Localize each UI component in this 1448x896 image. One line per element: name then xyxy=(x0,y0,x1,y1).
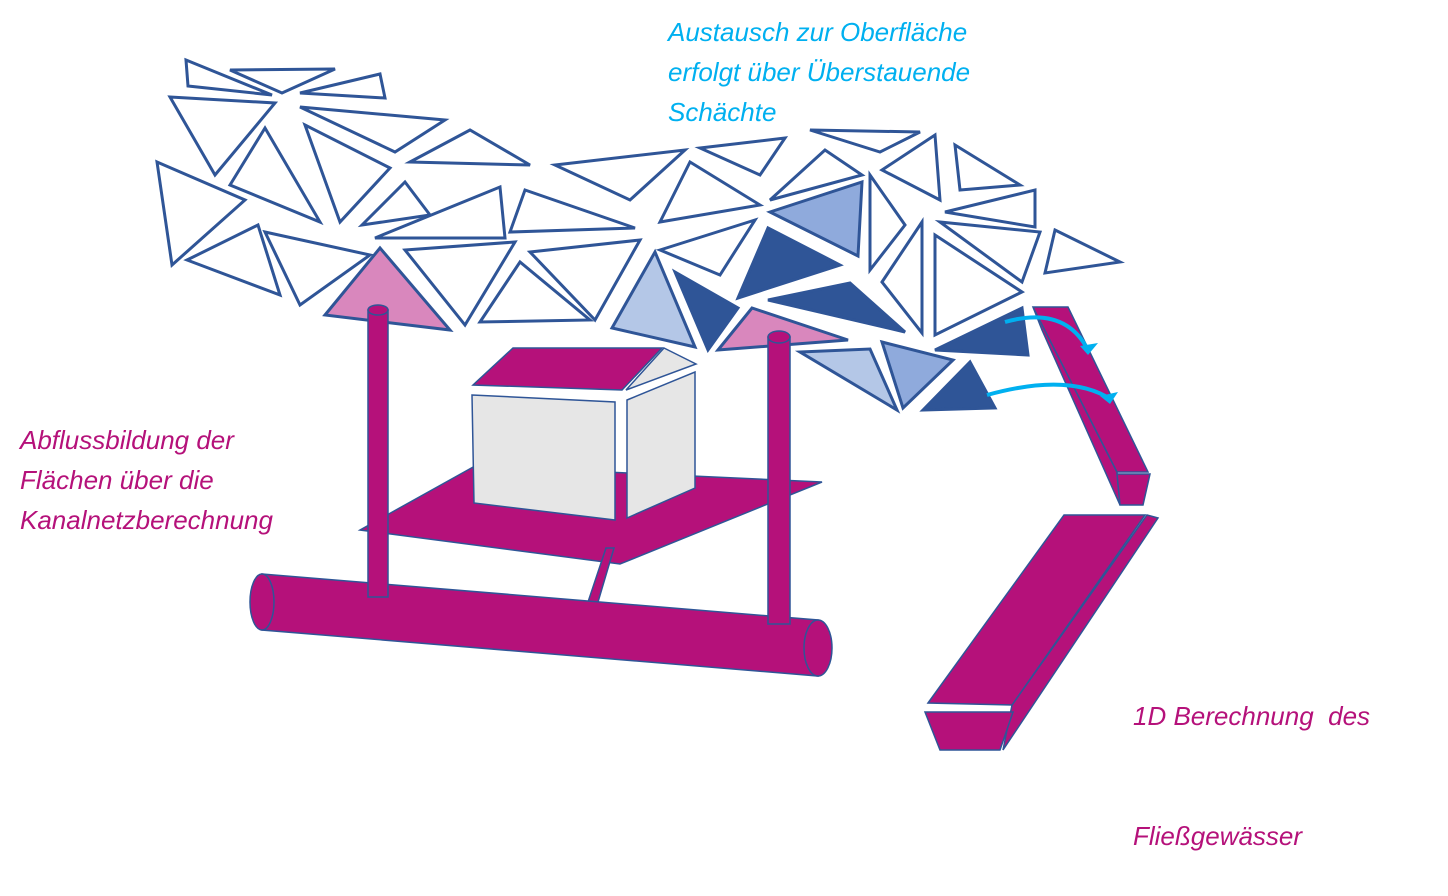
mesh-triangle xyxy=(374,184,507,240)
mesh-triangle xyxy=(609,248,698,350)
label-surface-exchange: Austausch zur Oberfläche erfolgt über Üb… xyxy=(668,12,970,132)
channel-lower xyxy=(926,514,1147,706)
mesh-triangle xyxy=(402,240,518,328)
mesh-triangle xyxy=(868,170,907,275)
mesh-triangle xyxy=(227,125,324,226)
mesh-triangle xyxy=(229,67,336,95)
mesh-triangle xyxy=(735,225,844,301)
mesh-triangle xyxy=(767,281,906,334)
mesh-triangle xyxy=(694,136,789,177)
label-line: Austausch zur Oberfläche xyxy=(668,17,968,47)
label-line: 1D Berechnung des xyxy=(1133,701,1371,731)
diagram-canvas xyxy=(155,57,1160,751)
mesh-triangle xyxy=(934,219,1043,285)
channel-side xyxy=(1002,514,1160,751)
mesh-triangle xyxy=(357,179,433,228)
label-line: erfolgt über Überstauende xyxy=(668,57,971,87)
mesh-triangle xyxy=(879,339,956,411)
label-line: Kanalnetzberechnung xyxy=(20,505,273,535)
mesh-triangle xyxy=(183,222,283,298)
mesh-triangle xyxy=(1043,227,1125,275)
mesh-triangle xyxy=(768,148,866,202)
label-line: Abflussbildung der xyxy=(20,425,234,455)
sewer-pipe xyxy=(261,573,819,677)
manhole-top xyxy=(767,330,791,344)
label-river: 1D Berechnung des Fließgewässer xyxy=(1133,616,1370,896)
mesh-triangle xyxy=(477,259,595,324)
mesh-triangle xyxy=(184,57,273,97)
channel-upper-end xyxy=(1116,473,1151,506)
mesh-triangle xyxy=(953,142,1025,192)
label-line: Flächen über die xyxy=(20,465,214,495)
house xyxy=(471,347,698,521)
house-side xyxy=(626,370,696,520)
mesh-triangle xyxy=(933,232,1026,338)
channel-lower-end xyxy=(923,711,1015,751)
mesh-triangle xyxy=(879,132,942,203)
mesh-triangle xyxy=(934,305,1030,357)
surface-mesh xyxy=(155,57,1125,414)
exchange-arrow xyxy=(986,382,1114,402)
house-roof xyxy=(471,347,664,391)
mesh-triangle xyxy=(299,105,450,154)
sewer-pipe-end xyxy=(803,619,833,677)
mesh-triangle xyxy=(155,159,248,268)
house-gable xyxy=(625,347,698,391)
mesh-triangle xyxy=(809,128,921,154)
mesh-triangle xyxy=(507,188,636,234)
mesh-triangle xyxy=(671,268,741,354)
manhole-top xyxy=(367,304,389,316)
river-channels xyxy=(923,306,1160,751)
label-line: Fließgewässer xyxy=(1133,821,1303,851)
mesh-triangle xyxy=(919,359,998,412)
mesh-triangle xyxy=(299,72,387,100)
sewer-pipe-end xyxy=(249,573,275,631)
mesh-triangle xyxy=(302,121,393,225)
label-line: Schächte xyxy=(668,97,777,127)
exchange-arrows xyxy=(986,315,1118,404)
mesh-triangle xyxy=(404,128,531,167)
house-front xyxy=(471,394,616,521)
mesh-triangle xyxy=(549,147,690,202)
mesh-triangle xyxy=(766,179,864,259)
mesh-triangle xyxy=(655,217,759,277)
mesh-triangle xyxy=(880,217,924,338)
label-runoff: Abflussbildung der Flächen über die Kana… xyxy=(20,420,273,540)
arrow-head-icon xyxy=(1080,343,1098,355)
manhole-shaft xyxy=(767,336,791,625)
mesh-triangle xyxy=(944,188,1037,229)
mesh-triangle xyxy=(167,95,279,178)
mesh-triangle xyxy=(262,229,374,308)
mesh-triangle xyxy=(526,238,643,323)
mesh-triangle xyxy=(794,347,901,414)
mesh-triangle xyxy=(657,159,765,224)
exchange-arrow xyxy=(1004,315,1090,351)
manhole-shaft xyxy=(367,309,389,598)
arrow-head-icon xyxy=(1100,392,1118,404)
